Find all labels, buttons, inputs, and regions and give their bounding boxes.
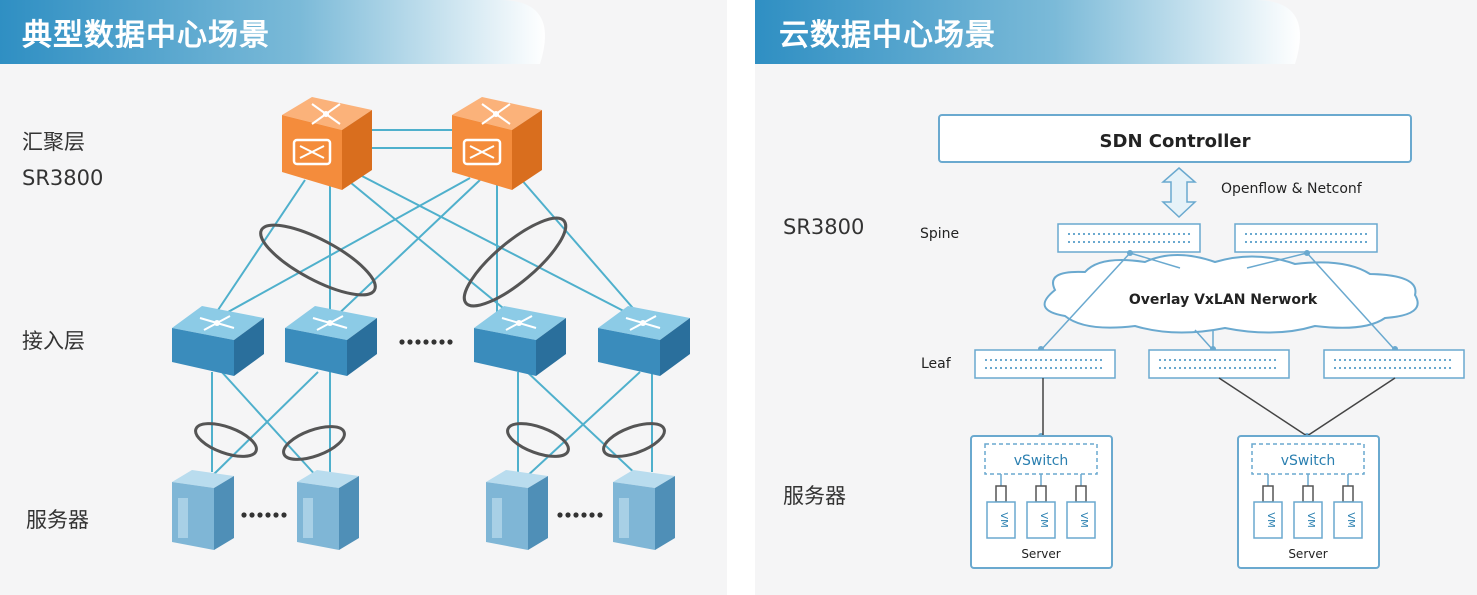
access-ellipsis bbox=[399, 339, 453, 345]
server-layer-label-right: 服务器 bbox=[783, 484, 846, 508]
access-switch-4 bbox=[598, 306, 690, 376]
spine-leaf-links bbox=[1040, 252, 1396, 351]
leaf-switch-3 bbox=[1323, 349, 1465, 379]
server-icon-1 bbox=[172, 470, 234, 550]
vm-6: VM bbox=[1333, 474, 1363, 539]
leaf-label: Leaf bbox=[921, 356, 952, 372]
vm-3: VM bbox=[1066, 474, 1096, 539]
left-title: 典型数据中心场景 bbox=[22, 18, 270, 53]
vm-5: VM bbox=[1293, 474, 1323, 539]
server-icon-3 bbox=[486, 470, 548, 550]
aggregation-layer-label: 汇聚层 bbox=[22, 130, 85, 154]
leaf-switch-1 bbox=[974, 349, 1116, 379]
vswitch-label-1: vSwitch bbox=[1014, 453, 1069, 469]
leaf-switch-2 bbox=[1148, 349, 1290, 379]
sdn-controller-box bbox=[938, 114, 1412, 163]
server-label-1: Server bbox=[1021, 547, 1060, 561]
vm-4: VM bbox=[1253, 474, 1283, 539]
aggregation-router-left bbox=[282, 97, 372, 190]
vm-label: VM bbox=[1038, 512, 1049, 527]
vm-label: VM bbox=[1345, 512, 1356, 527]
sdn-controller-label: SDN Controller bbox=[1100, 131, 1251, 152]
protocol-label: Openflow & Netconf bbox=[1221, 181, 1363, 197]
vm-1: VM bbox=[986, 474, 1016, 539]
server-icon-4 bbox=[613, 470, 675, 550]
vm-label: VM bbox=[1305, 512, 1316, 527]
server-icon-2 bbox=[297, 470, 359, 550]
server-ellipsis-left bbox=[241, 512, 287, 518]
access-switch-3 bbox=[474, 306, 566, 376]
left-header-bar bbox=[0, 0, 545, 64]
access-switch-2 bbox=[285, 306, 377, 376]
cloud-datacenter-panel: 云数据中心场景 SR3800 服务器 SDN Controller Openfl… bbox=[755, 0, 1477, 595]
leaf-server-links bbox=[1042, 377, 1396, 437]
right-title: 云数据中心场景 bbox=[779, 18, 996, 53]
vm-label: VM bbox=[998, 512, 1009, 527]
virtual-machines: VM VM VM VM VM VM bbox=[986, 474, 1363, 539]
aggregation-router-right bbox=[452, 97, 542, 190]
server-layer-label: 服务器 bbox=[26, 508, 89, 532]
vm-2: VM bbox=[1026, 474, 1056, 539]
link-aggregation-rings bbox=[194, 216, 666, 461]
overlay-network-label: Overlay VxLAN Nerwork bbox=[1129, 292, 1318, 308]
aggregation-model-label: SR3800 bbox=[22, 166, 104, 190]
access-server-links bbox=[209, 369, 653, 479]
server-ellipsis-right bbox=[557, 512, 603, 518]
vm-label: VM bbox=[1078, 512, 1089, 527]
server-label-2: Server bbox=[1288, 547, 1327, 561]
right-header-bar bbox=[755, 0, 1300, 64]
typical-datacenter-panel: 典型数据中心场景 汇聚层 SR3800 接入层 服务器 bbox=[0, 0, 727, 595]
spine-model-label: SR3800 bbox=[783, 215, 865, 239]
spine-label: Spine bbox=[920, 226, 959, 242]
access-switch-1 bbox=[172, 306, 264, 376]
vswitch-label-2: vSwitch bbox=[1281, 453, 1336, 469]
vm-label: VM bbox=[1265, 512, 1276, 527]
cloud-topology-diagram: SDN Controller Openflow & Netconf Spine … bbox=[920, 114, 1465, 569]
typical-topology-diagram bbox=[172, 97, 690, 550]
overlay-cloud bbox=[1043, 254, 1419, 334]
spine-switch-2 bbox=[1234, 223, 1378, 253]
double-arrow-icon bbox=[1161, 167, 1197, 219]
spine-switch-1 bbox=[1057, 223, 1201, 253]
access-layer-label: 接入层 bbox=[22, 329, 85, 353]
